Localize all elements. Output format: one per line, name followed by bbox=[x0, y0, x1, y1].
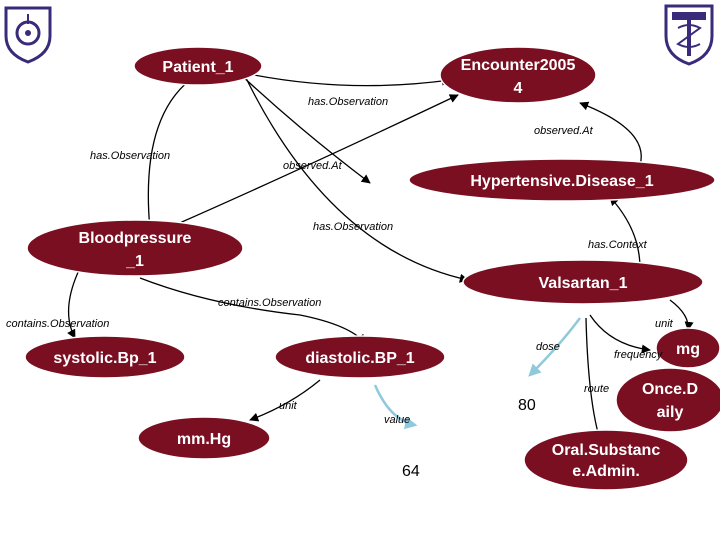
node-diastolic-label: diastolic.BP_1 bbox=[305, 350, 414, 367]
edge-valsartan-dose bbox=[528, 317, 582, 377]
edge-patient-encounter bbox=[229, 69, 451, 87]
edge-diastolic-mmhg bbox=[249, 379, 321, 422]
edge-label-dose: dose bbox=[536, 341, 560, 353]
edge-label-unit-1: unit bbox=[655, 318, 674, 330]
node-diastolic-ellipse bbox=[274, 335, 446, 379]
edge-label-observed-at-1: observed.At bbox=[534, 125, 594, 137]
node-encounter-label-2: 4 bbox=[514, 80, 523, 97]
node-encounter-ellipse bbox=[439, 46, 597, 104]
edge-label-has-context: has.Context bbox=[588, 239, 648, 251]
edge-label-observed-at-2: observed.At bbox=[283, 160, 343, 172]
node-mg-ellipse bbox=[655, 327, 720, 369]
edge-bloodpressure-encounter bbox=[174, 94, 459, 226]
nodes: Patient_1 Encounter2005 4 Hypertensive.D… bbox=[24, 46, 720, 491]
value-systolic: 80 bbox=[518, 397, 536, 414]
edge-hypertensive-encounter bbox=[579, 101, 642, 166]
node-valsartan-ellipse bbox=[462, 259, 704, 305]
edge-patient-bloodpressure bbox=[144, 79, 191, 231]
node-mmhg-ellipse bbox=[137, 416, 271, 460]
edge-valsartan-route bbox=[585, 317, 603, 441]
left-logo bbox=[4, 6, 52, 64]
node-oncedaily-label-2: aily bbox=[657, 404, 684, 421]
edge-patient-valsartan bbox=[244, 75, 469, 283]
edge-label-route: route bbox=[584, 383, 609, 395]
node-oral-ellipse bbox=[523, 429, 689, 491]
node-bloodpressure-label-2: _1 bbox=[125, 253, 144, 270]
node-oncedaily-ellipse bbox=[615, 367, 720, 433]
edge-bp-diastolic bbox=[139, 277, 366, 344]
edge-labels: has.Observation observed.At has.Observat… bbox=[6, 96, 674, 426]
node-mg-label: mg bbox=[676, 341, 700, 358]
edge-valsartan-frequency bbox=[589, 314, 651, 354]
node-valsartan-label: Valsartan_1 bbox=[539, 275, 628, 292]
edge-patient-hypertensive bbox=[239, 73, 371, 184]
edge-label-contains-observation-2: contains.Observation bbox=[6, 318, 109, 330]
edge-bp-systolic bbox=[67, 267, 81, 339]
node-mmhg-label: mm.Hg bbox=[177, 431, 231, 448]
node-systolic-label: systolic.Bp_1 bbox=[53, 350, 156, 367]
right-logo bbox=[664, 4, 714, 66]
edge-label-has-observation-3: has.Observation bbox=[313, 221, 393, 233]
edge-label-frequency: frequency bbox=[614, 349, 664, 361]
node-oral-label-1: Oral.Substanc bbox=[552, 442, 661, 459]
value-diastolic: 64 bbox=[402, 463, 420, 480]
edge-label-contains-observation-1: contains.Observation bbox=[218, 297, 321, 309]
edges bbox=[67, 69, 694, 441]
edge-label-value: value bbox=[384, 414, 410, 426]
node-hypertensive-label: Hypertensive.Disease_1 bbox=[470, 173, 653, 190]
node-bloodpressure-ellipse bbox=[26, 219, 244, 277]
node-patient-label: Patient_1 bbox=[162, 59, 233, 76]
edge-valsartan-hypertensive bbox=[609, 196, 641, 269]
node-bloodpressure-label-1: Bloodpressure bbox=[79, 230, 192, 247]
edge-diastolic-value bbox=[373, 384, 418, 430]
node-hypertensive-ellipse bbox=[408, 158, 716, 202]
node-oral-label-2: e.Admin. bbox=[572, 463, 640, 480]
edge-label-has-observation-1: has.Observation bbox=[308, 96, 388, 108]
node-systolic-ellipse bbox=[24, 335, 186, 379]
edge-label-has-observation-2: has.Observation bbox=[90, 150, 170, 162]
edge-label-unit-2: unit bbox=[279, 400, 298, 412]
node-patient-ellipse bbox=[133, 46, 263, 86]
node-encounter-label-1: Encounter2005 bbox=[461, 57, 576, 74]
node-oncedaily-label-1: Once.D bbox=[642, 381, 698, 398]
